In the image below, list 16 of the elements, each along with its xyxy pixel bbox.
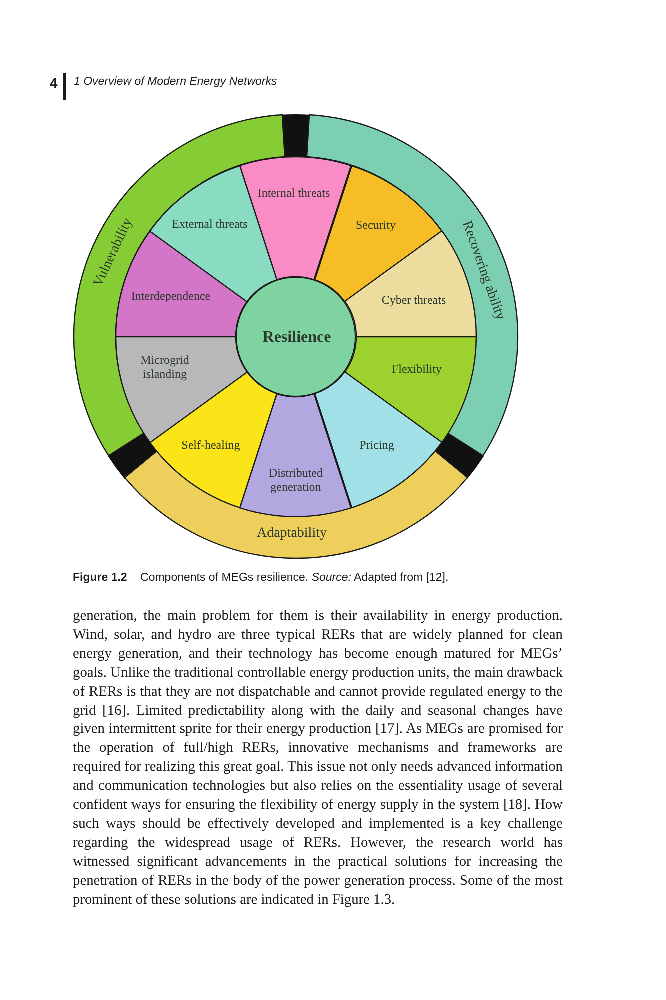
center-label: Resilience <box>262 328 332 348</box>
sector-label: Flexibility <box>392 363 442 377</box>
sector-label: Interdependence <box>131 290 211 304</box>
sector-label: Internal threats <box>258 187 330 201</box>
sector-label: Self-healing <box>182 439 240 453</box>
sector-label: Pricing <box>360 439 394 453</box>
running-head: 1 Overview of Modern Energy Networks <box>74 76 278 88</box>
sector-label: Distributed generation <box>268 467 323 495</box>
sector-label: Microgrid islanding <box>140 354 190 382</box>
sector-label: External threats <box>172 218 248 232</box>
body-paragraph: generation, the main problem for them is their availability in energy production. Wind, solar, and hydro are three typical RERs that are widely planned for clean energy generation, and their technology has become enough matured for MEGs’ goals. Unlike the traditional controllable energy production units, the main drawback of RERs is that they are not dispatchable and cannot provide regulated energy to the grid [16]. Limited predictability along with the daily and seasonal changes have given intermittent sprite for their energy production [17]. As MEGs are promised for the operation of full/high RERs, innovative mechanisms and frameworks are required for realizing this great goal. This issue not only needs advanced information and communication technologies but also relies on the essentiality usage of several confident ways for ensuring the flexibility of energy supply in the system [18]. How such ways should be effectively developed and implemented is a key challenge regarding the widespread usage of RERs. However, the research world has witnessed significant advancements in the practical solutions for increasing the penetration of RERs in the body of the power generation process. Some of the most prominent of these solutions are indicated in Figure 1.3. <box>73 607 563 910</box>
sector-label: Security <box>356 219 396 233</box>
page-number: 4 <box>50 75 58 91</box>
figure-caption: Figure 1.2 Components of MEGs resilience. Source: Adapted from [12]. <box>73 572 449 584</box>
ring-label: Adaptability <box>256 526 327 542</box>
sector-label: Cyber threats <box>382 294 446 308</box>
